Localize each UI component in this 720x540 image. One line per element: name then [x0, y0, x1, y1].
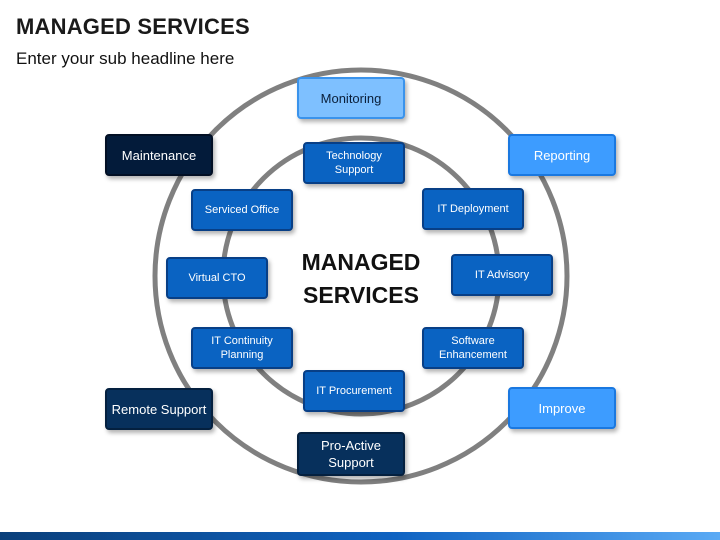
inner-item-virtual-cto: Virtual CTO: [166, 257, 268, 299]
outer-item-pro-active-support: Pro-Active Support: [297, 432, 405, 476]
outer-item-maintenance: Maintenance: [105, 134, 213, 176]
page-subtitle: Enter your sub headline here: [16, 49, 235, 68]
diagram-center-label: MANAGED SERVICES: [301, 249, 421, 308]
outer-item-monitoring: Monitoring: [297, 77, 405, 119]
outer-item-reporting: Reporting: [508, 134, 616, 176]
inner-item-it-continuity-planning: IT Continuity Planning: [191, 327, 293, 369]
inner-item-it-advisory: IT Advisory: [451, 254, 553, 296]
outer-ring: [152, 67, 570, 485]
outer-item-remote-support: Remote Support: [105, 388, 213, 430]
page-title: MANAGED SERVICES: [16, 14, 250, 39]
inner-item-it-deployment: IT Deployment: [422, 188, 524, 230]
inner-item-software-enhancement: Software Enhancement: [422, 327, 524, 369]
footer-bar: [0, 532, 720, 540]
inner-item-serviced-office: Serviced Office: [191, 189, 293, 231]
outer-item-improve: Improve: [508, 387, 616, 429]
inner-item-technology-support: Technology Support: [303, 142, 405, 184]
inner-item-it-procurement: IT Procurement: [303, 370, 405, 412]
